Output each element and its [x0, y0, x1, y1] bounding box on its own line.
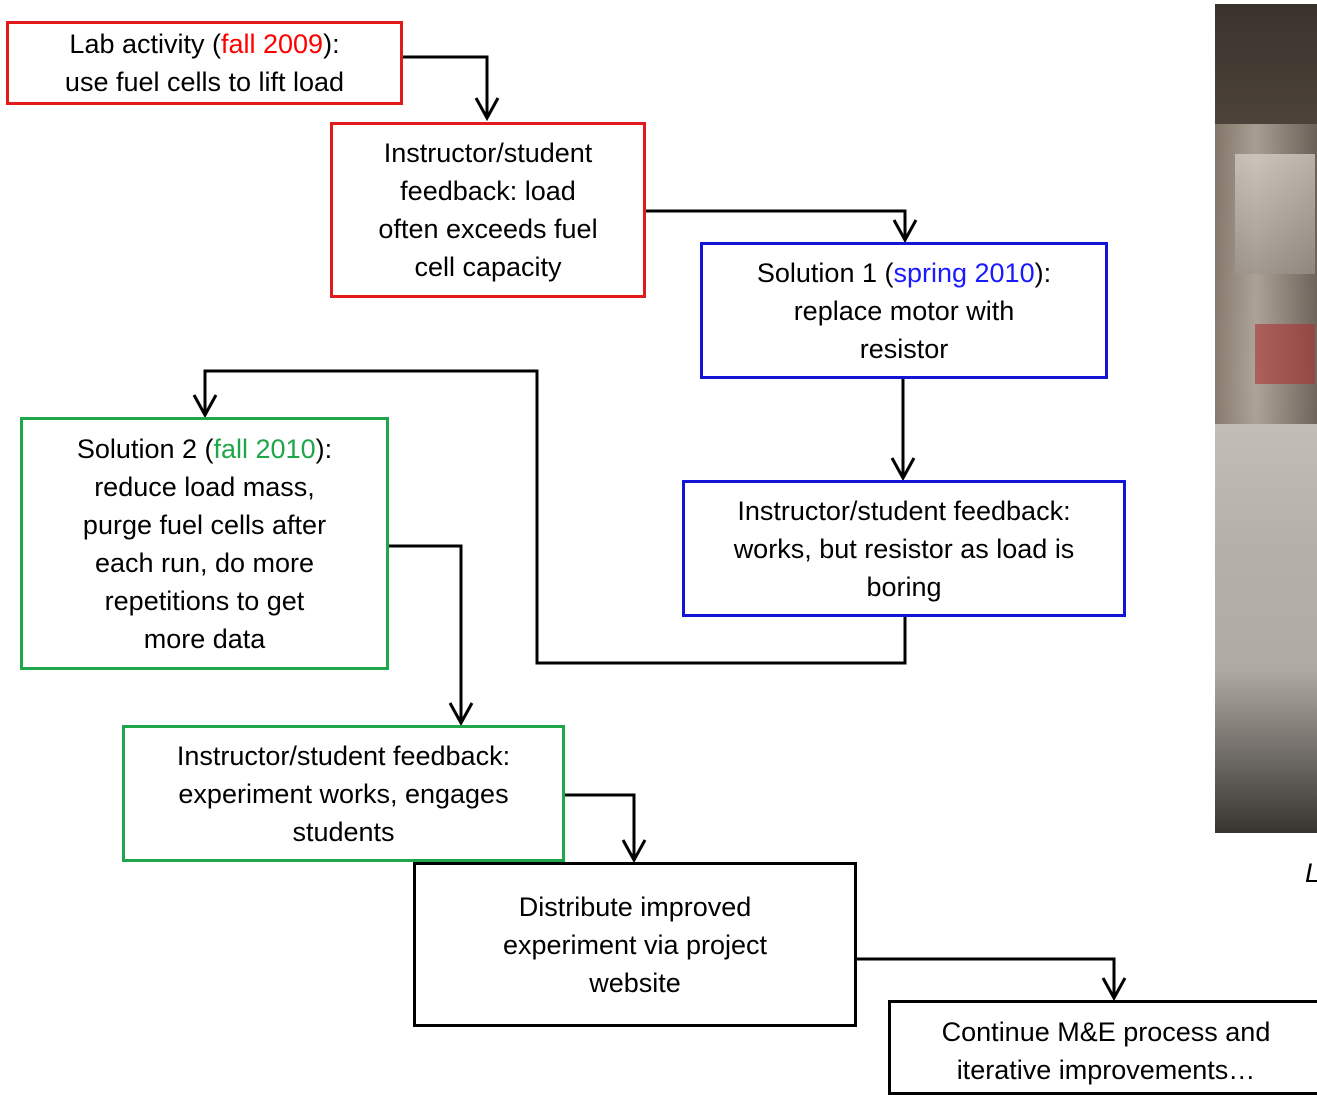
feedback-3-line: students	[292, 816, 395, 847]
solution-2-prefix: Solution 2 (	[76, 433, 214, 464]
photo-caption-fragment: L	[1305, 858, 1317, 889]
lab-activity-prefix: Lab activity (	[69, 29, 221, 59]
solution-2-suffix: ):	[315, 433, 333, 464]
lab-activity-suffix: ):	[323, 29, 340, 59]
feedback-3-line: Instructor/student feedback:	[176, 740, 511, 771]
arrow-distribute-to-continue	[857, 957, 1116, 996]
arrow-feedback3-to-distribute	[565, 793, 636, 858]
feedback-3-box: Instructor/student feedback: experiment …	[122, 725, 565, 862]
arrowhead-feedback1-to-solution1	[892, 219, 918, 244]
arrowhead-feedback2-to-solution2	[192, 394, 218, 419]
arrowhead-lab-to-feedback1	[474, 97, 500, 122]
continue-line: iterative improvements…	[956, 1055, 1256, 1085]
solution-1-suffix: ):	[1034, 257, 1052, 288]
solution-2-line: reduce load mass,	[94, 471, 315, 502]
arrowhead-feedback3-to-distribute	[621, 839, 647, 864]
feedback-1-box: Instructor/student feedback: load often …	[330, 122, 646, 298]
arrow-feedback1-to-solution1	[646, 209, 907, 238]
lab-activity-description: use fuel cells to lift load	[64, 67, 345, 97]
solution-2-box: Solution 2 (fall 2010): reduce load mass…	[20, 417, 389, 670]
feedback-2-line: works, but resistor as load is	[733, 533, 1075, 564]
arrow-solution2-to-feedback3	[389, 544, 463, 721]
feedback-1-line: cell capacity	[414, 252, 562, 282]
solution-1-prefix: Solution 1 (	[756, 257, 894, 288]
arrow-lab-to-feedback1	[403, 55, 489, 116]
feedback-2-line: boring	[866, 571, 942, 602]
continue-box: Continue M&E process and iterative impro…	[888, 1000, 1317, 1095]
feedback-1-line: feedback: load	[400, 176, 576, 206]
distribute-line: website	[589, 967, 681, 998]
solution-2-line: more data	[143, 623, 266, 654]
solution-1-line: replace motor with	[793, 295, 1015, 326]
solution-1-line: resistor	[859, 333, 949, 364]
distribute-box: Distribute improved experiment via proje…	[413, 862, 857, 1027]
arrow-feedback2-to-solution2	[203, 369, 907, 665]
distribute-line: experiment via project	[502, 929, 768, 960]
solution-2-line: repetitions to get	[104, 585, 305, 616]
arrowhead-solution1-to-feedback2	[890, 457, 916, 482]
solution-1-box: Solution 1 (spring 2010): replace motor …	[700, 242, 1108, 379]
lab-activity-date: fall 2009	[220, 29, 324, 59]
lab-activity-box: Lab activity (fall 2009): use fuel cells…	[6, 21, 403, 105]
arrowhead-distribute-to-continue	[1101, 977, 1127, 1002]
feedback-1-line: Instructor/student	[383, 138, 593, 168]
solution-2-line: each run, do more	[94, 547, 315, 578]
feedback-2-line: Instructor/student feedback:	[737, 495, 1071, 526]
lab-photo	[1215, 4, 1317, 833]
feedback-1-line: often exceeds fuel	[378, 214, 598, 244]
solution-2-line: purge fuel cells after	[82, 509, 327, 540]
feedback-2-box: Instructor/student feedback: works, but …	[682, 480, 1126, 617]
feedback-3-line: experiment works, engages	[178, 778, 509, 809]
arrowhead-solution2-to-feedback3	[448, 702, 474, 727]
distribute-line: Distribute improved	[518, 891, 752, 922]
solution-1-date: spring 2010	[893, 257, 1035, 288]
solution-2-date: fall 2010	[213, 433, 316, 464]
continue-line: Continue M&E process and	[941, 1017, 1271, 1047]
